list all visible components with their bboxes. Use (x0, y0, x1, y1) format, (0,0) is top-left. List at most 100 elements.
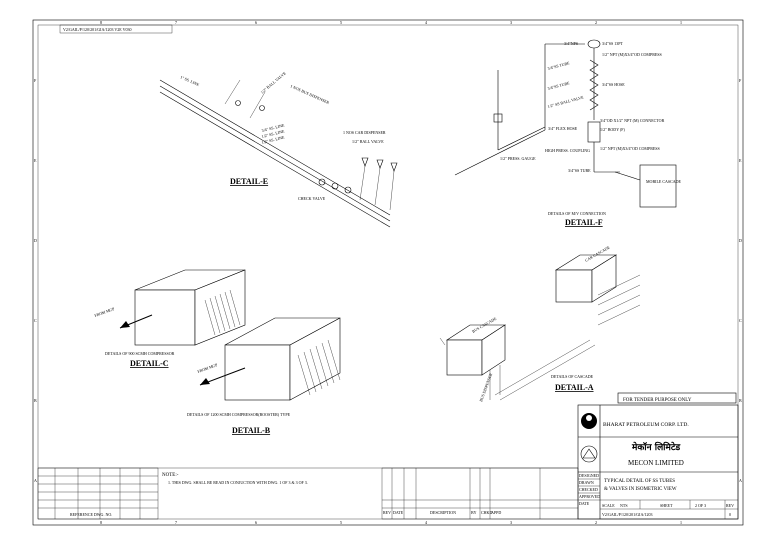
col-label: 2 (595, 520, 597, 525)
note-heading: NOTE:- (162, 473, 179, 478)
client-name: BHARAT PETROLEUM CORP. LTD. (603, 422, 689, 428)
title-block: FOR TENDER PURPOSE ONLY BHARAT PETROLEUM… (577, 392, 739, 520)
check-valve-icon (331, 182, 339, 190)
mobile-cascade-box (639, 164, 677, 208)
zone-strip-right: F E D C B A (739, 78, 742, 483)
detail-c-title: DETAIL-C (130, 359, 169, 368)
branch-line (224, 79, 241, 105)
reference-table-frame (37, 467, 159, 520)
detail-c: FROM MGP DETAILS OF 900 SCMH COMPRESSOR … (94, 269, 246, 368)
pipe-line (159, 85, 391, 222)
compressor-side (289, 317, 341, 401)
mobile-cascade-label: MOBILE CASCADE (646, 179, 682, 184)
callout-label: 3/4"SS TUBE (568, 168, 591, 173)
branch-line (249, 91, 266, 119)
bus-dispenser-note: BUS DISPENSER (478, 372, 493, 402)
reference-box-frame (59, 24, 173, 34)
check-valve-label: CHECK VALVE (298, 196, 326, 201)
detail-f: MOBILE CASCADE 3/4"NPS 3/4"SS 13PT 1/2" … (454, 39, 682, 227)
detail-f-caption: DETAILS OF M/V CONNECTION (548, 211, 606, 216)
col-label: 3 (510, 20, 512, 25)
col-label: 1 (680, 20, 682, 25)
sheet-value: 2 OF 3 (695, 503, 706, 508)
valve-label: 1/2" BALL VALVE (259, 70, 287, 95)
tender-stamp: FOR TENDER PURPOSE ONLY (623, 398, 692, 403)
bpcl-logo (581, 413, 597, 429)
pipe-label: 1" SS. LINE (180, 74, 201, 87)
callout-label: 3/4"SS HOSE (602, 82, 625, 87)
zone-label: A (34, 478, 37, 483)
mecon-logo (580, 445, 598, 463)
signature-rows: DESIGNED DRAWN CHECKED APPROVED DATE (578, 473, 600, 506)
car-cascade-front (555, 269, 593, 303)
callout-label: 3/4"SS TUBE (547, 80, 571, 91)
zone-label: E (34, 158, 37, 163)
hose-line (614, 171, 641, 181)
reference-dwg-label: REFERENCE DWG. NO. (70, 512, 112, 517)
rev-header: APPD (491, 510, 501, 515)
rev-header: DESCRIPTION (430, 510, 456, 515)
zone-label: E (739, 158, 742, 163)
reference-number: V2/GAIL/P/120/201/GIA/1203 V2E V030 (63, 27, 132, 32)
detail-e: 1" SS. LINE 1/2" BALL VALVE 1 NOS BUS DI… (159, 70, 398, 228)
consultant-name-hindi: मेकॉन लिमिटेड (631, 441, 681, 453)
callout-label: HIGH PRESS. COUPLING (545, 148, 590, 153)
scale-value: NTS (620, 503, 628, 508)
col-label: 4 (425, 520, 427, 525)
callout-label: 3/4"SS TUBE (547, 60, 571, 71)
callout-label: 1/2" BODY (F) (600, 127, 625, 132)
detail-b-caption: DETAILS OF 1200 SCMH COMPRESSOR(BOOSTER)… (187, 412, 291, 417)
flex-hose (589, 59, 599, 111)
bus-cascade-front (446, 339, 483, 376)
detail-b-title: DETAIL-B (232, 426, 271, 435)
title-block-frame (577, 404, 739, 520)
zone-label: A (739, 478, 742, 483)
pipe-line (499, 344, 596, 401)
valve-icon (235, 100, 241, 106)
valve-icon (259, 105, 265, 111)
row-label: DRAWN (579, 480, 594, 485)
drawing-number: V2/GAIL/P/120/201/GIA/1203 (602, 512, 652, 517)
tender-stamp-frame (617, 392, 737, 404)
outlet-pipes (297, 339, 341, 396)
inlet-label: FROM MGP (197, 362, 219, 374)
consultant-logo-icon (580, 445, 598, 463)
callout-label: 3/4"SS 13PT (602, 41, 623, 46)
zone-label: D (739, 238, 742, 243)
ss-line-label: 1/2" SS. LINE (261, 128, 285, 139)
rev-header: BY (471, 510, 477, 515)
ss-line-label: 1/2" SS. LINE (261, 134, 285, 145)
check-valve-icon (318, 178, 326, 186)
branch-pipe (497, 126, 546, 151)
car-dispenser-label: 1 NOS CAR DISPENSER (343, 130, 386, 135)
revision-table: REV DATE DESCRIPTION BY CHKD APPD (381, 467, 579, 520)
drawing-title-line: TYPICAL DETAIL OF SS TUBES (604, 479, 675, 484)
car-cascade-pipes (597, 274, 641, 326)
column-strip-top: 8 7 6 5 4 3 2 1 (100, 20, 682, 25)
zone-label: F (34, 78, 37, 83)
pipe-line (159, 91, 391, 228)
scale-label: SCALE (602, 503, 615, 508)
detail-a-title: DETAIL-A (555, 383, 594, 392)
compressor-front (224, 344, 291, 401)
valve-icon (390, 162, 398, 172)
supply-pipe (454, 129, 546, 176)
sheet-label: SHEET (660, 503, 673, 508)
detail-b: FROM MGP DETAILS OF 1200 SCMH COMPRESSOR… (187, 317, 341, 435)
check-valve-icon (344, 186, 352, 194)
zone-label: C (739, 318, 742, 323)
outer-border (32, 19, 744, 526)
callout-label: 3/4"OD X1/2" NPT (M) CONNECTOR (600, 118, 665, 123)
rev-value: 0 (729, 512, 731, 517)
col-label: 5 (340, 520, 342, 525)
zone-label: C (34, 318, 37, 323)
column-strip-bottom: 8 7 6 5 4 3 2 1 (100, 520, 682, 525)
rev-header: REV (383, 510, 391, 515)
callout-label: 3/4" FLEX HOSE (548, 126, 578, 131)
drop-line (359, 165, 366, 201)
callout-label: 3/4"NPS (564, 41, 578, 46)
zone-label: B (739, 398, 742, 403)
row-label: CHECKED (579, 487, 598, 492)
col-label: 6 (255, 20, 257, 25)
